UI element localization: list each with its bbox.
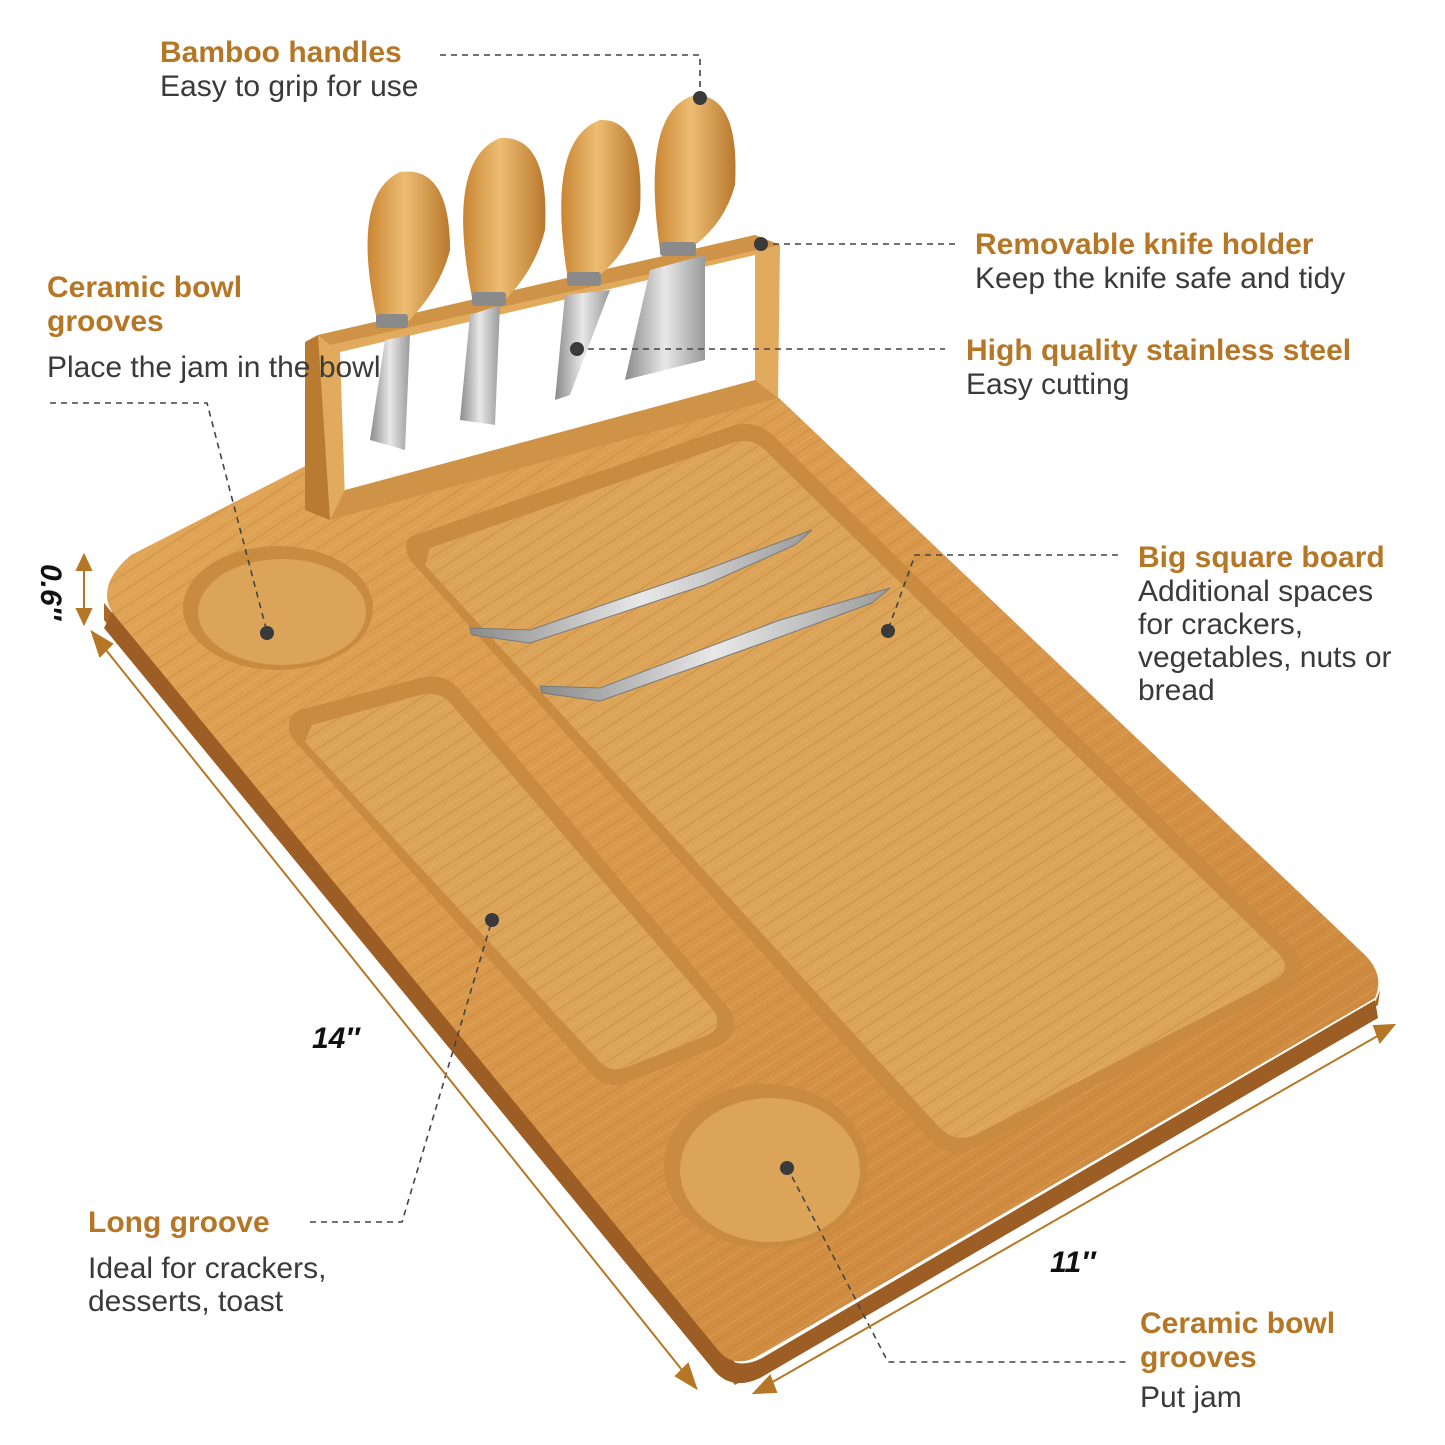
- callout-desc: Keep the knife safe and tidy: [975, 262, 1346, 295]
- dot-long-groove: [485, 913, 499, 927]
- callout-bamboo-handles: Bamboo handles Easy to grip for use: [160, 36, 418, 103]
- callout-title: Ceramic bowl grooves: [1140, 1307, 1336, 1374]
- leader-lines: [50, 54, 1128, 1363]
- knife-holder: [305, 95, 780, 520]
- dot-board: [881, 624, 895, 638]
- dot-steel: [570, 342, 584, 356]
- dot-handles: [693, 91, 707, 105]
- callout-title: Ceramic bowl grooves: [47, 271, 243, 338]
- callout-desc: Easy to grip for use: [160, 70, 419, 103]
- callout-title: High quality stainless steel: [966, 334, 1352, 367]
- callout-title: Long groove: [88, 1206, 270, 1239]
- dimension-height: 0.6′′: [34, 563, 68, 621]
- bowl-groove-top: [183, 546, 373, 670]
- dimension-length: 14′′: [312, 1022, 360, 1055]
- callout-big-board: Big square board Additional spaces for c…: [1138, 541, 1418, 707]
- callout-desc: Easy cutting: [966, 368, 1130, 401]
- dimension-lines: [75, 552, 1397, 1395]
- dot-holder: [754, 237, 768, 251]
- callout-desc: Put jam: [1140, 1381, 1242, 1414]
- forks: [469, 529, 891, 702]
- long-groove-shape: [288, 676, 735, 1085]
- callout-desc: Additional spaces for crackers, vegetabl…: [1138, 575, 1392, 707]
- callout-long-groove: Long groove Ideal for crackers, desserts…: [88, 1206, 468, 1318]
- callout-ceramic-bowl-bottom: Ceramic bowl grooves Put jam: [1140, 1307, 1400, 1414]
- callout-desc: Place the jam in the bowl: [47, 351, 381, 384]
- callout-ceramic-bowl-top: Ceramic bowl grooves Place the jam in th…: [47, 271, 381, 384]
- callout-stainless-steel: High quality stainless steel Easy cuttin…: [966, 334, 1351, 401]
- dot-bowl-top: [260, 626, 274, 640]
- callout-title: Removable knife holder: [975, 228, 1314, 261]
- dot-bowl-bottom: [780, 1161, 794, 1175]
- callout-title: Big square board: [1138, 541, 1385, 574]
- callout-title: Bamboo handles: [160, 36, 402, 69]
- dimension-width: 11′′: [1050, 1246, 1096, 1279]
- callout-desc: Ideal for crackers, desserts, toast: [88, 1252, 327, 1318]
- callout-knife-holder: Removable knife holder Keep the knife sa…: [975, 228, 1345, 295]
- bowl-groove-bottom: [664, 1084, 868, 1248]
- leader-dots: [260, 91, 895, 1175]
